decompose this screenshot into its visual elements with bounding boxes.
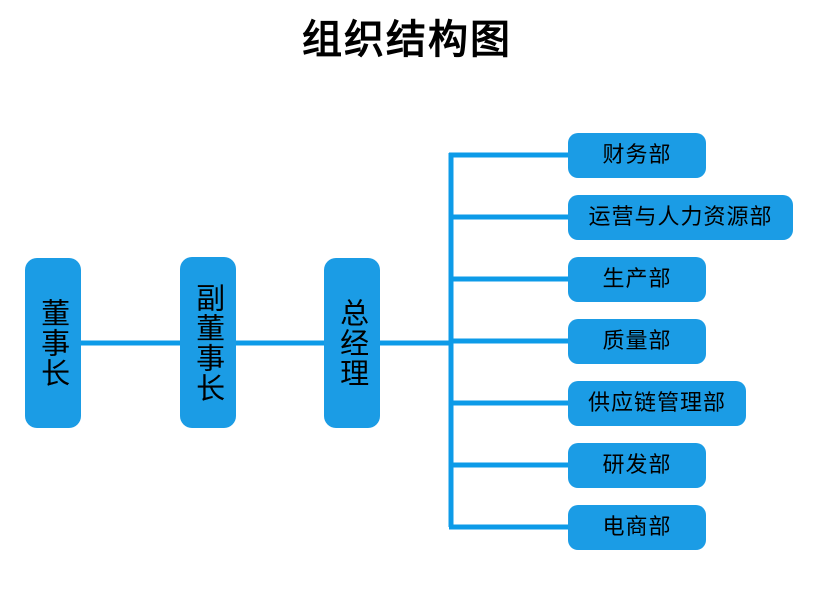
node-ecommerce-label: 电商部 xyxy=(602,514,672,540)
node-supply-chain[interactable]: 供应链管理部 xyxy=(568,381,746,426)
node-quality[interactable]: 质量部 xyxy=(568,319,706,364)
node-operations-hr-label: 运营与人力资源部 xyxy=(588,204,773,230)
page-title: 组织结构图 xyxy=(302,17,512,63)
node-finance[interactable]: 财务部 xyxy=(568,133,706,178)
node-production[interactable]: 生产部 xyxy=(568,257,706,302)
node-chairman[interactable]: 董事长 xyxy=(25,258,81,428)
node-vice-chairman[interactable]: 副董事长 xyxy=(180,257,236,428)
node-production-label: 生产部 xyxy=(602,266,672,292)
node-supply-chain-label: 供应链管理部 xyxy=(587,390,726,416)
node-rnd-label: 研发部 xyxy=(602,452,672,478)
node-vice-chairman-label: 副董事长 xyxy=(191,282,226,403)
node-general-manager-label: 总经理 xyxy=(335,298,370,388)
node-operations-hr[interactable]: 运营与人力资源部 xyxy=(568,195,793,240)
node-rnd[interactable]: 研发部 xyxy=(568,443,706,488)
node-chairman-label: 董事长 xyxy=(36,298,71,388)
node-general-manager[interactable]: 总经理 xyxy=(324,258,380,428)
node-quality-label: 质量部 xyxy=(602,328,672,354)
node-finance-label: 财务部 xyxy=(602,142,672,168)
node-ecommerce[interactable]: 电商部 xyxy=(568,505,706,550)
